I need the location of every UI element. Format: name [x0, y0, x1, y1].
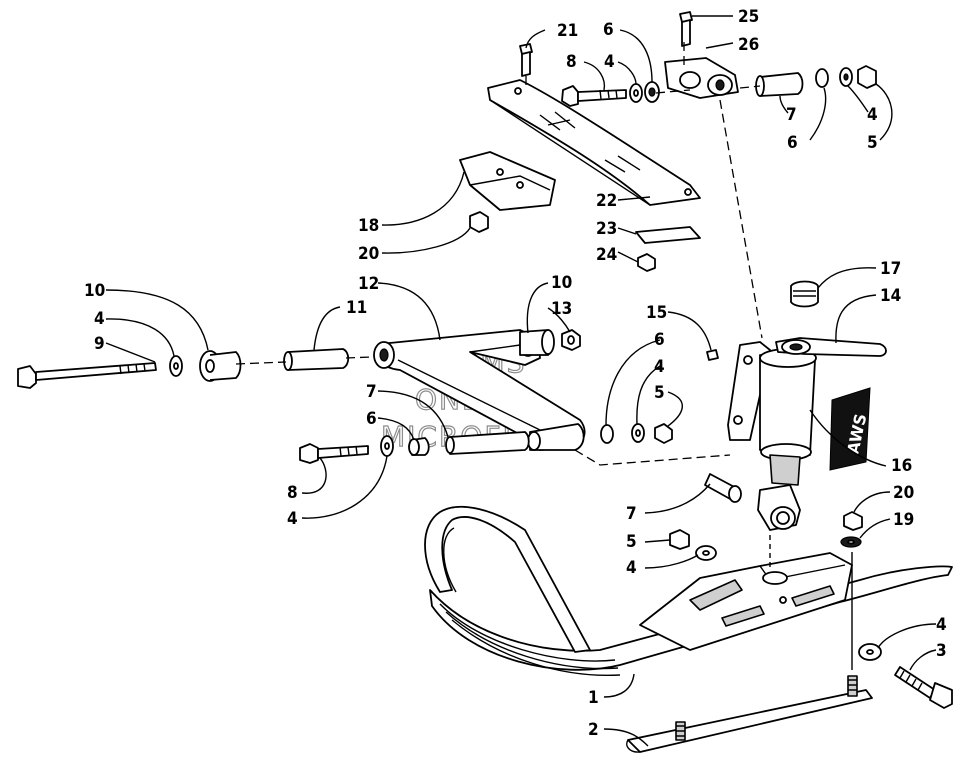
shock-absorber-part: AWS — [704, 280, 887, 531]
callout-20-upper: 20 — [358, 244, 379, 264]
callout-6-right: 6 — [787, 133, 798, 153]
callout-5-mid-right: 5 — [654, 383, 665, 403]
callout-4-top: 4 — [604, 52, 615, 72]
callout-15: 15 — [646, 303, 667, 323]
callout-8-top: 8 — [566, 52, 577, 72]
ski-bolt-part — [858, 643, 953, 709]
wear-bar-part — [626, 675, 873, 753]
ski-part — [424, 505, 953, 677]
callout-26: 26 — [738, 35, 759, 55]
callout-10-right: 10 — [551, 273, 572, 293]
callout-4-lower: 4 — [287, 509, 298, 529]
callout-1: 1 — [588, 688, 599, 708]
callout-6-mid-right: 6 — [654, 330, 665, 350]
callout-8-lower: 8 — [287, 483, 298, 503]
callout-21: 21 — [557, 21, 578, 41]
callout-12: 12 — [358, 274, 379, 294]
mid-hardware — [669, 511, 863, 561]
callout-13: 13 — [551, 299, 572, 319]
callout-6-mid: 6 — [366, 409, 377, 429]
callout-2: 2 — [588, 720, 599, 740]
callout-22: 22 — [596, 191, 617, 211]
callout-4-lower-mid: 4 — [626, 558, 637, 578]
callout-7-top: 7 — [786, 105, 797, 125]
callout-labels: 21 6 25 26 8 4 7 6 4 5 22 23 24 18 20 12… — [84, 7, 947, 740]
long-bolt-assembly — [17, 348, 373, 389]
callout-20-lower: 20 — [893, 483, 914, 503]
leader-lines — [105, 15, 937, 747]
callout-18: 18 — [358, 216, 379, 236]
top-bracket-assembly — [561, 11, 877, 107]
callout-24: 24 — [596, 245, 617, 265]
callout-5-right: 5 — [867, 133, 878, 153]
callout-10-left: 10 — [84, 281, 105, 301]
callout-23: 23 — [596, 219, 617, 239]
callout-5-lower: 5 — [626, 532, 637, 552]
upper-arm-part — [459, 43, 701, 272]
callout-4-right: 4 — [867, 105, 878, 125]
a-arm-part — [373, 329, 586, 451]
callout-6-top: 6 — [603, 20, 614, 40]
lower-bolt-assembly — [299, 423, 673, 464]
callout-16: 16 — [891, 456, 912, 476]
callout-25: 25 — [738, 7, 759, 27]
callout-19: 19 — [893, 510, 914, 530]
callout-7-lower: 7 — [626, 504, 637, 524]
callout-14: 14 — [880, 286, 901, 306]
callout-9: 9 — [94, 334, 105, 354]
callout-4-bottom-right: 4 — [936, 615, 947, 635]
callout-7-mid: 7 — [366, 382, 377, 402]
callout-11: 11 — [346, 298, 367, 318]
assembly-lines — [525, 42, 763, 466]
callout-4-left: 4 — [94, 309, 105, 329]
callout-4-mid-right: 4 — [654, 357, 665, 377]
callout-17: 17 — [880, 259, 901, 279]
callout-3: 3 — [936, 641, 947, 661]
